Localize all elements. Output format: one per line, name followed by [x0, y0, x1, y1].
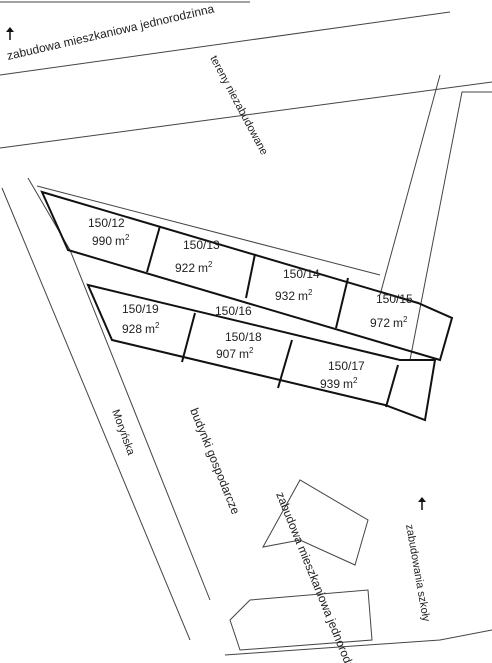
parcel-id: 150/14	[283, 267, 320, 281]
label-zabudowa-bottom: zabudowa mieszkaniowa jednorodzinna	[273, 490, 366, 663]
parcel-id: 150/17	[328, 359, 365, 373]
parcel-area: 928	[122, 322, 142, 336]
building-outline-2	[229, 589, 373, 651]
parcel-id: 150/18	[225, 330, 262, 344]
parcel-unit-sup: 2	[208, 260, 213, 269]
up-arrow-icon	[418, 497, 426, 510]
street-name: Moryńska	[109, 408, 137, 458]
parcel-area: 922	[175, 261, 195, 275]
up-arrow-icon	[6, 27, 14, 40]
parcel-unit-sup: 2	[353, 376, 358, 385]
parcel-id: 150/15	[376, 292, 413, 306]
road-right-edge	[379, 74, 441, 296]
parcel-divider-5	[277, 339, 293, 389]
parcel-area: 990	[92, 234, 112, 248]
parcel-id: 150/12	[88, 216, 125, 230]
label-zabudowania-szkoly: zabudowania szkoły	[403, 523, 432, 623]
building-outline	[262, 479, 369, 566]
parcel-area: 972	[370, 316, 390, 330]
parcel-id: 150/13	[183, 238, 220, 252]
parcel-unit: m	[239, 347, 249, 361]
road-top-edge	[0, 11, 451, 76]
parcel-block-lower	[86, 283, 437, 422]
parcel-area: 939	[320, 377, 340, 391]
parcel-area: 932	[275, 289, 295, 303]
parcel-divider-1	[146, 225, 161, 273]
parcel-divider-4	[181, 312, 196, 363]
label-zabudowa-top: zabudowa mieszkaniowa jednorodzinna	[6, 1, 216, 62]
parcel-unit-sup: 2	[308, 288, 313, 297]
parcel-unit: m	[115, 234, 125, 248]
label-tereny-niezabudowane: tereny niezabudowane	[207, 54, 270, 157]
parcel-divider-6	[385, 364, 399, 408]
parcel-unit-sup: 2	[403, 315, 408, 324]
label-budynki-gospodarcze: budynki gospodarcze	[187, 406, 243, 517]
parcel-area: 907	[216, 347, 236, 361]
boundary-bottom	[224, 629, 492, 656]
parcel-unit-sup: 2	[125, 233, 130, 242]
parcel-unit: m	[393, 316, 403, 330]
parcel-block-upper	[40, 190, 454, 362]
parcel-id: 150/19	[122, 302, 159, 316]
parcel-divider-2	[245, 253, 256, 299]
parcel-unit-sup: 2	[155, 321, 160, 330]
parcel-divider-3	[335, 277, 349, 329]
parcel-unit: m	[343, 377, 353, 391]
parcel-unit: m	[298, 289, 308, 303]
parcel-top-boundary	[36, 185, 381, 276]
parcel-unit: m	[198, 261, 208, 275]
road-right-edge-2	[409, 91, 492, 361]
street-edge-left	[1, 187, 191, 641]
road-parcel-id: 150/16	[215, 304, 252, 318]
parcel-unit: m	[145, 322, 155, 336]
road-top-edge-lower	[0, 81, 492, 149]
parcel-unit-sup: 2	[249, 346, 254, 355]
